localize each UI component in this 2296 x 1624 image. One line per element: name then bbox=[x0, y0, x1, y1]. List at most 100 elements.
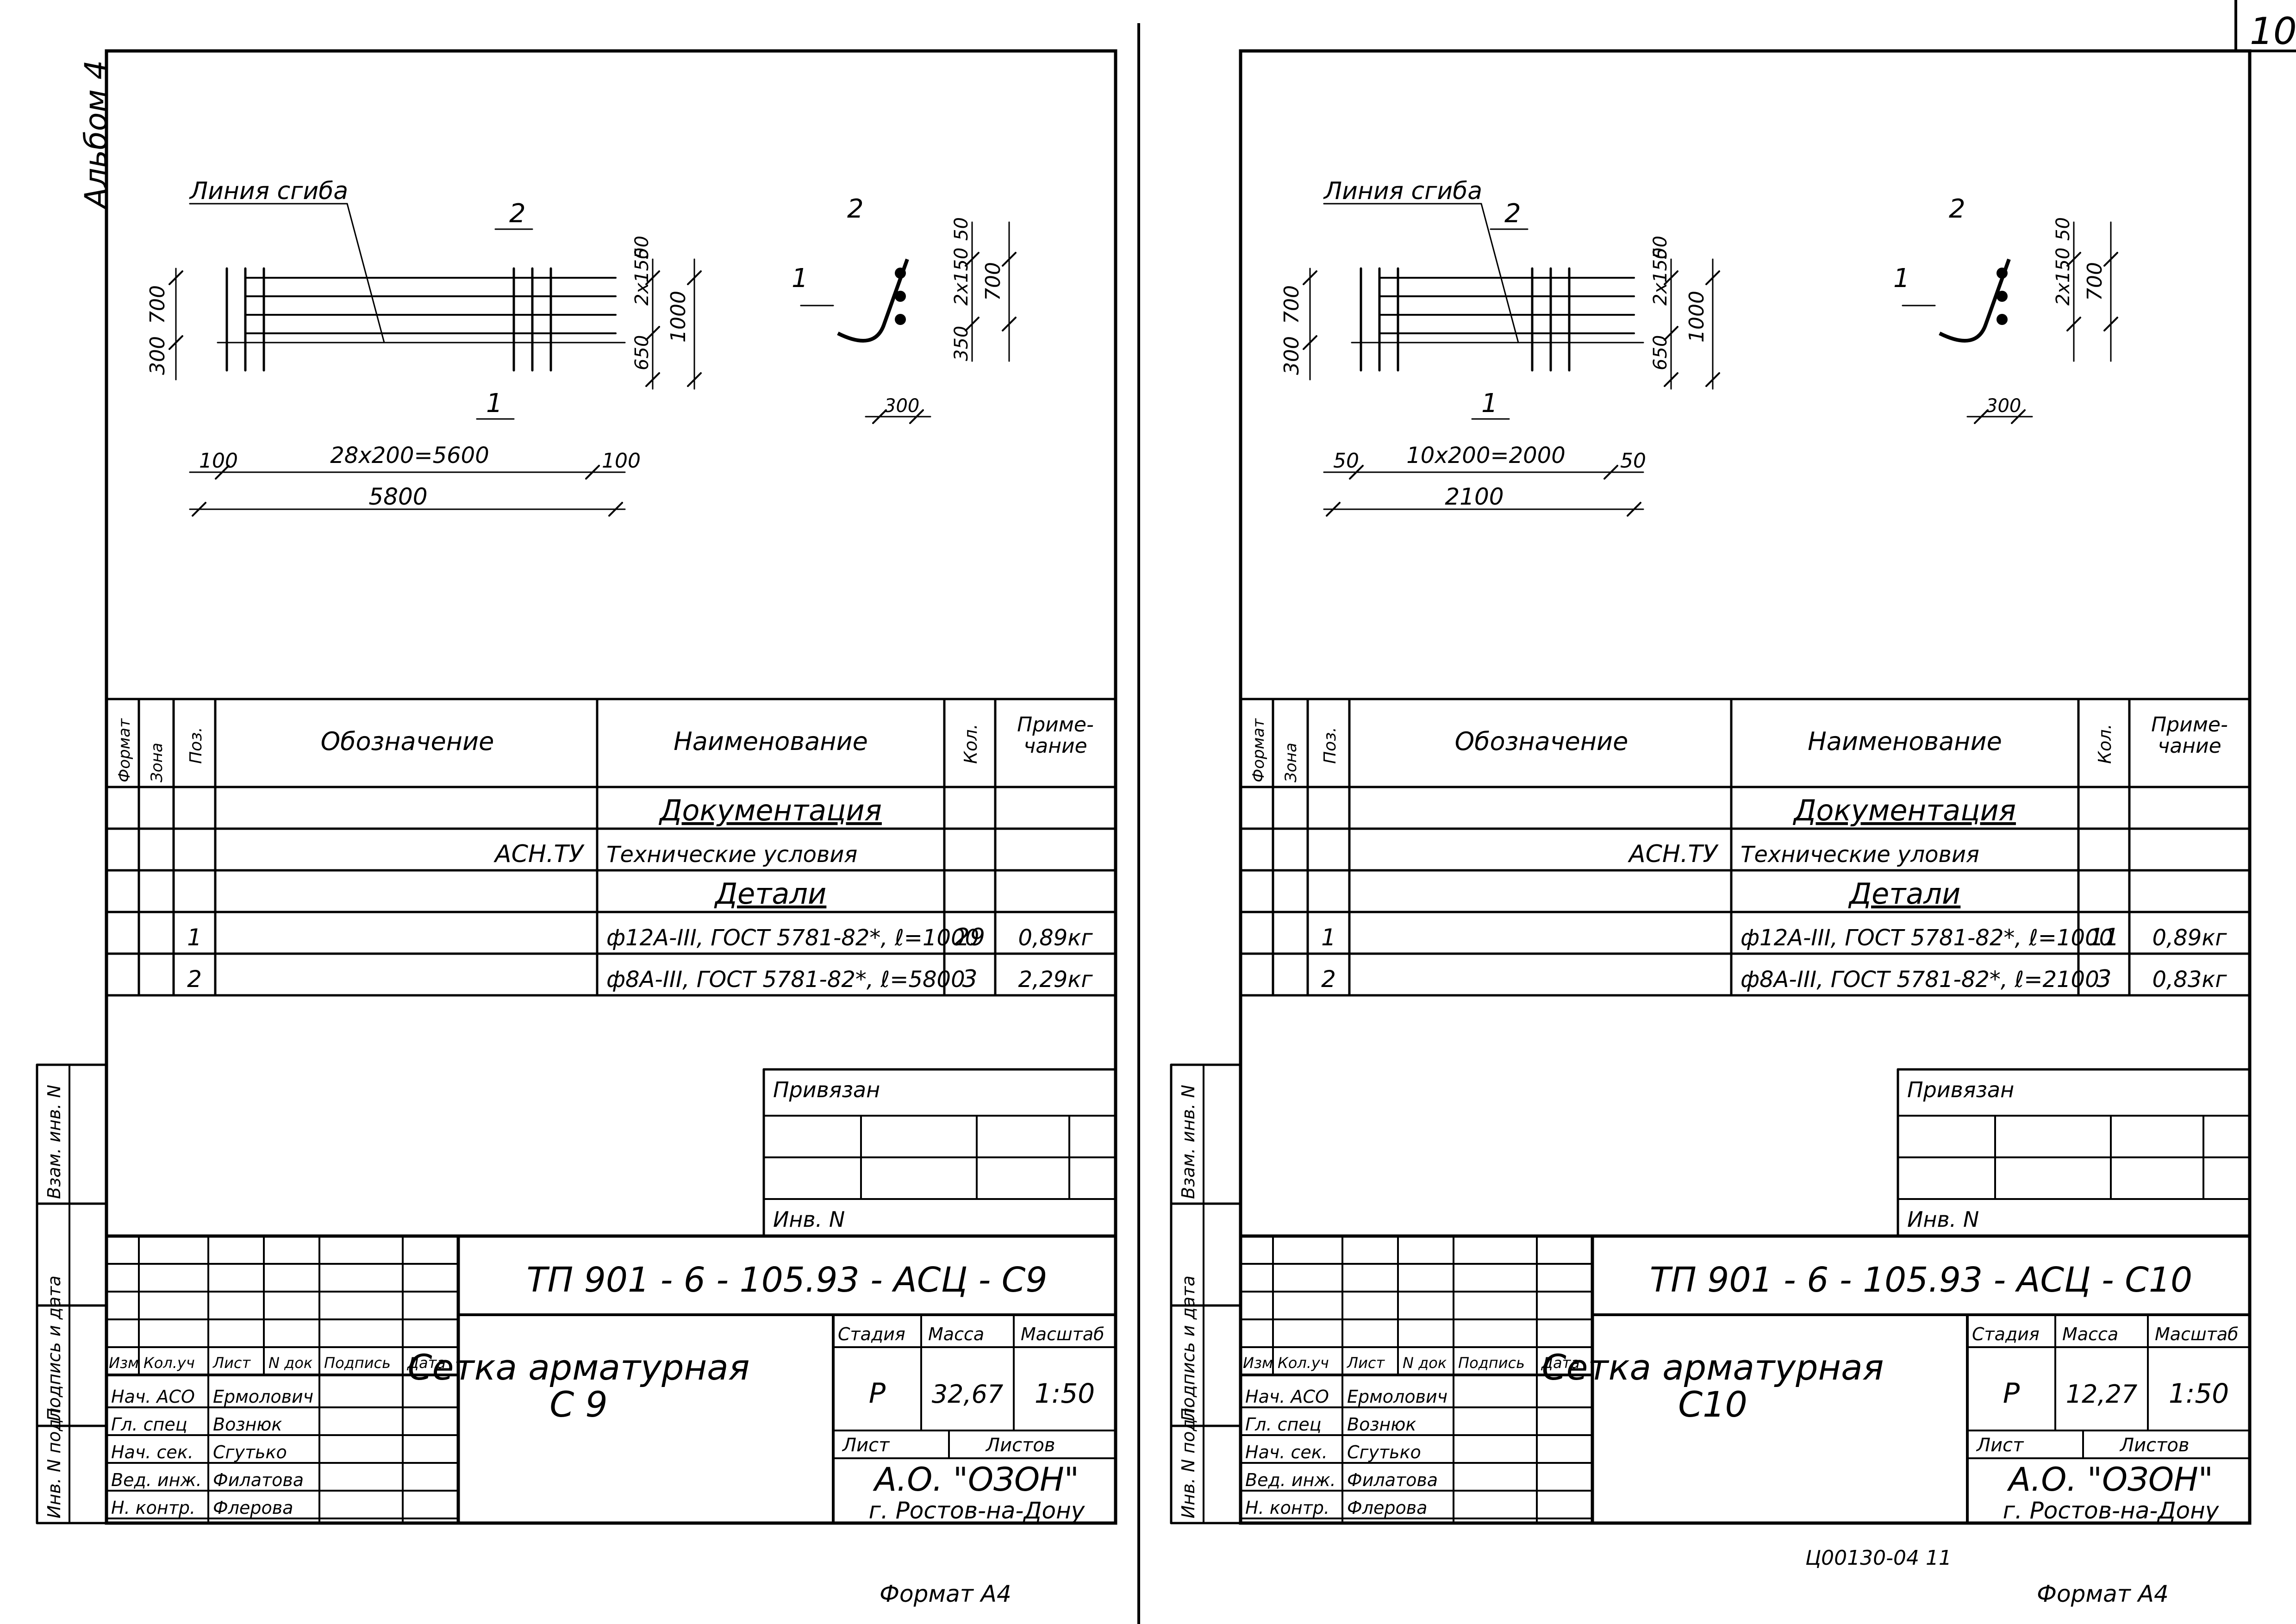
spec-note: 2,29кг bbox=[1018, 967, 1093, 993]
dim-tick bbox=[585, 465, 600, 480]
leader bbox=[1480, 203, 1519, 344]
pos-1-label: 1 bbox=[1481, 388, 1498, 418]
dim-300: 300 bbox=[146, 336, 169, 375]
dim-1000: 1000 bbox=[1685, 291, 1709, 343]
dim-tick bbox=[1664, 372, 1678, 387]
tb-role: Гл. спец bbox=[111, 1414, 187, 1435]
tb-stage-label: Стадия bbox=[1972, 1324, 2040, 1344]
tb-scale-label: Масштаб bbox=[2155, 1324, 2239, 1344]
dim-tick bbox=[1002, 317, 1017, 331]
tb-col-label: Кол.уч bbox=[144, 1354, 195, 1372]
tb-role: Нач. АСО bbox=[111, 1387, 195, 1407]
drawing-code: ТП 901 - 6 - 105.93 - АСЦ - С9 bbox=[526, 1260, 1047, 1300]
spec-note: 0,89кг bbox=[1018, 925, 1093, 951]
section-rod bbox=[895, 268, 906, 279]
dim-tick bbox=[1705, 372, 1720, 387]
spec-qty: 11 bbox=[2089, 924, 2119, 951]
dim-tick bbox=[1303, 270, 1317, 285]
sec-300: 300 bbox=[1986, 395, 2021, 417]
tb-role: Нач. АСО bbox=[1245, 1387, 1329, 1407]
dim-tick bbox=[965, 317, 980, 331]
tb-stage-label: Стадия bbox=[838, 1324, 905, 1344]
dim-tick bbox=[645, 270, 660, 285]
footer-code: Ц00130-04 11 bbox=[1805, 1546, 1952, 1570]
tb-stage: Р bbox=[869, 1377, 886, 1410]
tb-col-label: Изм bbox=[1243, 1354, 1273, 1372]
dim-700: 700 bbox=[1280, 285, 1304, 324]
tb-role: Нач. сек. bbox=[111, 1442, 193, 1462]
side-label-vzam: Взам. инв. N bbox=[1178, 1085, 1198, 1199]
spec-name: Технические условия bbox=[606, 842, 857, 868]
company-city: г. Ростов-на-Дону bbox=[869, 1497, 1086, 1524]
spec-section-header: Детали bbox=[714, 877, 827, 911]
leader bbox=[346, 203, 385, 344]
tb-person: Ермолович bbox=[1347, 1387, 1447, 1407]
spec-pos: 2 bbox=[1321, 966, 1336, 993]
spec-name: ф12А-III, ГОСТ 5781-82*, ℓ=1000 bbox=[1741, 925, 2113, 951]
dim-2x150: 2х150 bbox=[631, 248, 653, 306]
hdr-name: Наименование bbox=[674, 727, 868, 756]
section-pos-2: 2 bbox=[847, 194, 864, 224]
tb-mass: 32,67 bbox=[932, 1380, 1004, 1409]
dim-2x150: 2х150 bbox=[1650, 248, 1671, 306]
tb-person: Филатова bbox=[213, 1470, 304, 1490]
tb-col-label: Лист bbox=[1347, 1354, 1385, 1372]
tb-person: Флерова bbox=[1347, 1498, 1427, 1518]
spec-name: Технические уловия bbox=[1741, 842, 1979, 868]
tb-role: Н. контр. bbox=[111, 1498, 195, 1518]
hdr-qty: Кол. bbox=[2095, 724, 2115, 764]
tb-mass-label: Масса bbox=[928, 1324, 984, 1344]
sec-50: 50 bbox=[951, 217, 972, 241]
tb-col-label: Подпись bbox=[324, 1354, 391, 1372]
tb-col-label: Дата bbox=[406, 1354, 446, 1372]
bend-label: Линия сгиба bbox=[189, 177, 348, 205]
tb-sheets-label: Листов bbox=[2119, 1435, 2189, 1456]
tb-role: Вед. инж. bbox=[1245, 1470, 1336, 1490]
dim-tick bbox=[168, 335, 183, 350]
spec-section-header: Документация bbox=[1792, 793, 2016, 827]
inv-label: Инв. N bbox=[1907, 1207, 1979, 1232]
tb-sheets-label: Листов bbox=[985, 1435, 1055, 1456]
tb-scale-label: Масштаб bbox=[1021, 1324, 1104, 1344]
dim-tick bbox=[645, 372, 660, 387]
dim-tick bbox=[1627, 502, 1641, 517]
dim-tick bbox=[965, 252, 980, 267]
dim-tick bbox=[215, 465, 230, 480]
section-rod bbox=[1997, 268, 2008, 279]
drawing-code: ТП 901 - 6 - 105.93 - АСЦ - С10 bbox=[1650, 1260, 2192, 1300]
dim-700: 700 bbox=[146, 285, 169, 324]
tb-role: Гл. спец bbox=[1245, 1414, 1322, 1435]
tb-role: Вед. инж. bbox=[111, 1470, 202, 1490]
company: А.О. "ОЗОН" bbox=[873, 1461, 1079, 1499]
section-rod bbox=[895, 291, 906, 302]
dim-650: 650 bbox=[631, 335, 653, 370]
dim-tick bbox=[2066, 317, 2081, 331]
tb-stage: Р bbox=[2003, 1377, 2020, 1410]
dim-tick bbox=[909, 409, 924, 424]
dim-tick bbox=[872, 409, 887, 424]
dim-step: 28х200=5600 bbox=[330, 443, 489, 468]
page-number: 10 bbox=[2250, 10, 2296, 53]
dim-tick bbox=[1974, 409, 1989, 424]
privyazan-label: Привязан bbox=[773, 1077, 880, 1102]
sec-700: 700 bbox=[981, 262, 1005, 301]
spec-qty: 3 bbox=[962, 965, 977, 993]
hdr-note: Приме-чание bbox=[2151, 713, 2228, 758]
dim-tick bbox=[1603, 465, 1618, 480]
sec-50: 50 bbox=[2053, 217, 2074, 241]
drawing-title-2: С10 bbox=[1678, 1384, 1747, 1425]
drawing-title-1: Сетка арматурная bbox=[1542, 1347, 1884, 1388]
footer-format-left: Формат А4 bbox=[880, 1580, 1011, 1607]
side-label-vzam: Взам. инв. N bbox=[44, 1085, 64, 1199]
pos-2-label: 2 bbox=[509, 199, 526, 229]
company-city: г. Ростов-на-Дону bbox=[2003, 1497, 2220, 1524]
dim-tick bbox=[192, 502, 206, 517]
spec-qty: 29 bbox=[955, 924, 985, 951]
tb-person: Ермолович bbox=[213, 1387, 313, 1407]
sec-2x150: 2х150 bbox=[951, 248, 972, 306]
spec-designation: АСН.ТУ bbox=[493, 840, 585, 868]
hdr-pos: Поз. bbox=[187, 727, 206, 764]
drawing-title-1: Сетка арматурная bbox=[408, 1347, 750, 1388]
